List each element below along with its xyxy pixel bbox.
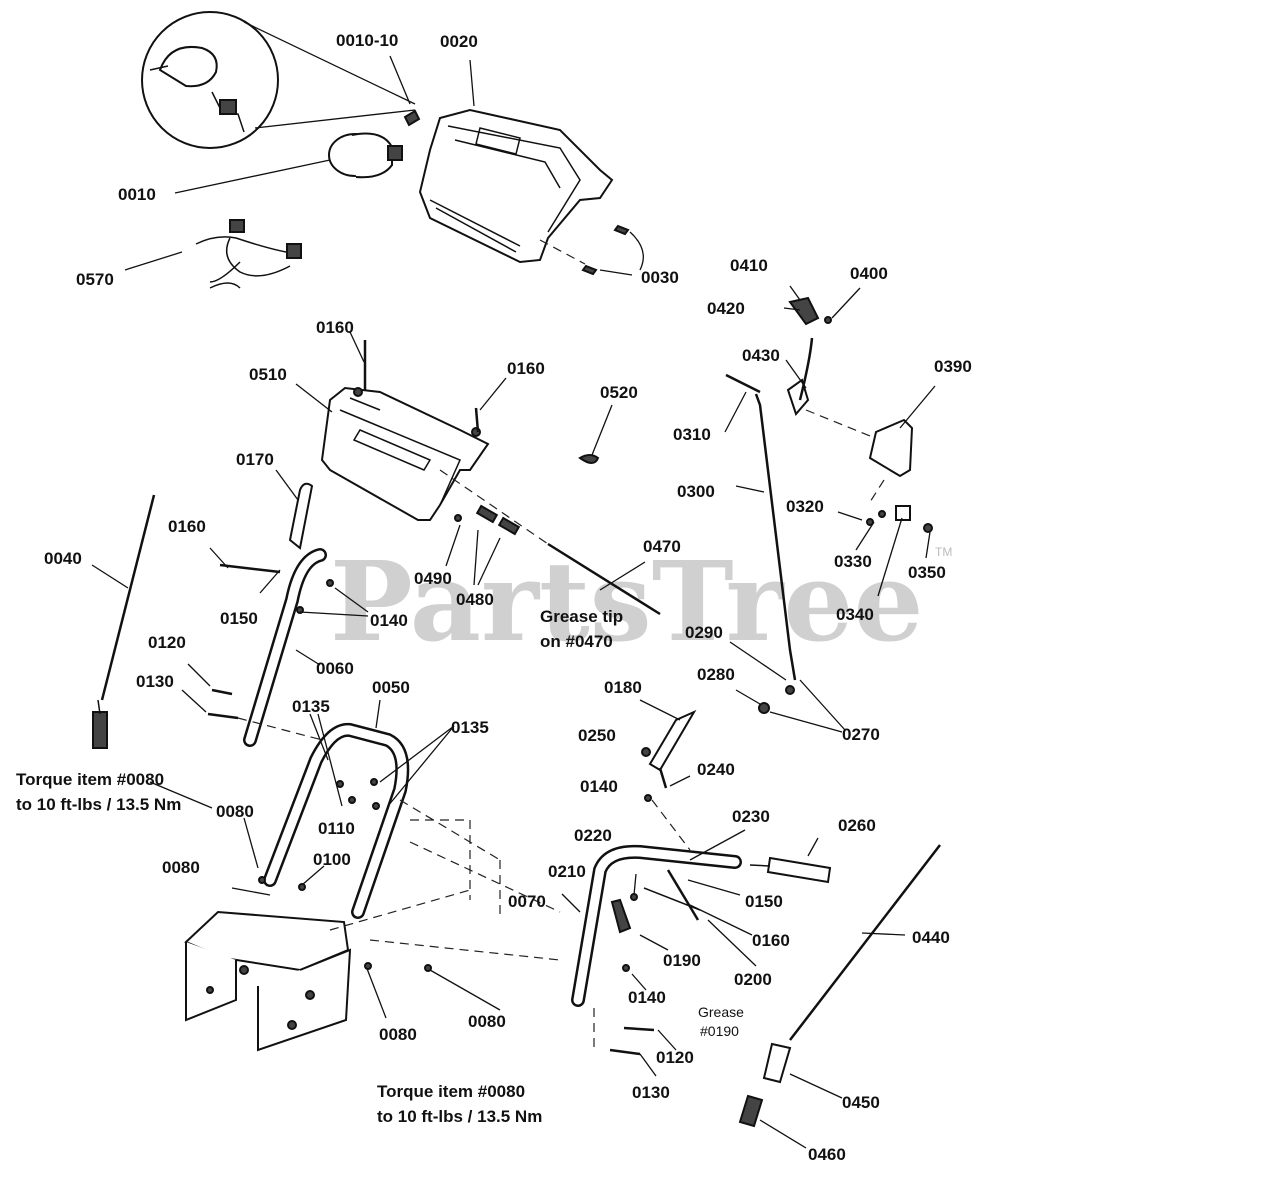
callout-0410[interactable]: 0410 [730,256,768,275]
dash-panel-illustration [418,108,614,264]
callout-0320[interactable]: 0320 [786,497,824,516]
callout-0210[interactable]: 0210 [548,862,586,881]
callout-0290[interactable]: 0290 [685,623,723,642]
callout-0030[interactable]: 0030 [641,268,679,287]
note-grease-0190-line1: Grease [698,1004,744,1020]
callout-0230[interactable]: 0230 [732,807,770,826]
callout-0140-mid[interactable]: 0140 [580,777,618,796]
callout-0150-left[interactable]: 0150 [220,609,258,628]
spring-0480 [475,504,521,536]
knob-0410 [788,296,820,326]
callout-0240[interactable]: 0240 [697,760,735,779]
note-grease-tip-line2: on #0470 [540,632,613,651]
callout-0010[interactable]: 0010 [118,185,156,204]
callout-0020[interactable]: 0020 [440,32,478,51]
callout-0130-left[interactable]: 0130 [136,672,174,691]
callout-0390[interactable]: 0390 [934,357,972,376]
callout-0140-bottom[interactable]: 0140 [628,988,666,1007]
callout-0135-left[interactable]: 0135 [292,697,330,716]
wire-harness-illustration [195,219,302,289]
callout-0010-10[interactable]: 0010-10 [336,31,398,50]
callout-0080-right[interactable]: 0080 [468,1012,506,1031]
callout-0440[interactable]: 0440 [912,928,950,947]
watermark: PartsTree [330,537,924,666]
callout-0120-left[interactable]: 0120 [148,633,186,652]
callout-0570[interactable]: 0570 [76,270,114,289]
rod-0300 [754,393,797,681]
lever-0180 [648,709,697,772]
callout-0070[interactable]: 0070 [508,892,546,911]
callout-0250[interactable]: 0250 [578,726,616,745]
grip-0170 [288,482,314,550]
note-grease-0190-line2: #0190 [700,1023,739,1039]
callout-0160-left[interactable]: 0160 [168,517,206,536]
callout-0135-right[interactable]: 0135 [451,718,489,737]
note-torque-left-line2: to 10 ft-lbs / 13.5 Nm [16,795,181,814]
callout-0310[interactable]: 0310 [673,425,711,444]
callout-0270[interactable]: 0270 [842,725,880,744]
callout-0470[interactable]: 0470 [643,537,681,556]
callout-0160-right[interactable]: 0160 [752,931,790,950]
note-torque-left-line1: Torque item #0080 [16,770,164,789]
callout-0140-left[interactable]: 0140 [370,611,408,630]
callout-0450[interactable]: 0450 [842,1093,880,1112]
bracket-0390 [868,418,914,478]
upper-handle-tube-left [243,548,327,747]
callout-0510[interactable]: 0510 [249,365,287,384]
bulb-inset-illustration [141,11,416,149]
callout-0300[interactable]: 0300 [677,482,715,501]
console-cover-illustration [320,386,490,521]
note-torque-bottom-line2: to 10 ft-lbs / 13.5 Nm [377,1107,542,1126]
callout-0040[interactable]: 0040 [44,549,82,568]
cable-0440 [789,844,941,1041]
clip-0520 [578,454,600,464]
callout-0120-right[interactable]: 0120 [656,1048,694,1067]
callout-0340[interactable]: 0340 [836,605,874,624]
callout-0490[interactable]: 0490 [414,569,452,588]
callout-0400[interactable]: 0400 [850,264,888,283]
upper-handle-tube-right [571,844,742,1007]
spacer-0340 [895,505,911,521]
callout-0480[interactable]: 0480 [456,590,494,609]
sleeve-0460 [738,1094,764,1128]
callout-0080-top[interactable]: 0080 [216,802,254,821]
frame-plate-illustration [184,910,352,1052]
callout-0190[interactable]: 0190 [663,951,701,970]
callout-0180[interactable]: 0180 [604,678,642,697]
callout-0430[interactable]: 0430 [742,346,780,365]
note-torque-bottom-line1: Torque item #0080 [377,1082,525,1101]
callout-0200[interactable]: 0200 [734,970,772,989]
callout-0060[interactable]: 0060 [316,659,354,678]
callout-0080-left[interactable]: 0080 [162,858,200,877]
sleeve-0450 [762,1042,792,1084]
callout-0100[interactable]: 0100 [313,850,351,869]
note-grease-tip-line1: Grease tip [540,607,623,626]
callout-0260[interactable]: 0260 [838,816,876,835]
screw-0030 [581,224,630,276]
callout-0330[interactable]: 0330 [834,552,872,571]
callout-0170[interactable]: 0170 [236,450,274,469]
callout-0130-right[interactable]: 0130 [632,1083,670,1102]
callout-0150-right[interactable]: 0150 [745,892,783,911]
callout-0350[interactable]: 0350 [908,563,946,582]
callout-0460[interactable]: 0460 [808,1145,846,1164]
grip-0260 [766,856,832,884]
callout-0160-top[interactable]: 0160 [316,318,354,337]
callout-0080-bottom[interactable]: 0080 [379,1025,417,1044]
watermark-trademark: TM [935,545,952,559]
headlight-illustration [328,109,421,179]
callout-0280[interactable]: 0280 [697,665,735,684]
callout-0520[interactable]: 0520 [600,383,638,402]
callout-0160-cover[interactable]: 0160 [507,359,545,378]
bracket-0430 [786,378,810,416]
callout-0220[interactable]: 0220 [574,826,612,845]
callout-0110[interactable]: 0110 [318,819,355,838]
cable-0040 [92,494,156,749]
callout-0050[interactable]: 0050 [372,678,410,697]
callout-0420[interactable]: 0420 [707,299,745,318]
